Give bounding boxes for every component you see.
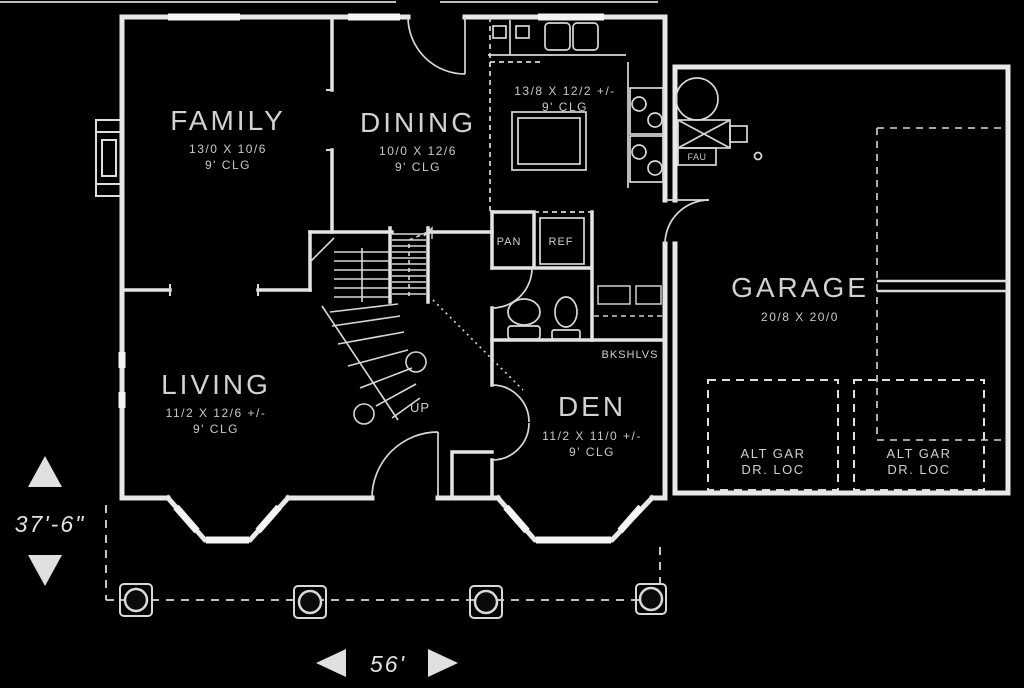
powder-room-door — [491, 267, 533, 309]
kitchen-clg: 9' CLG — [542, 100, 588, 114]
family-clg: 9' CLG — [205, 158, 251, 172]
rear-door — [407, 16, 466, 75]
toilet — [507, 298, 541, 340]
room-label-living: LIVING 11/2 X 12/6 +/- 9' CLG — [161, 369, 271, 436]
fau-label: FAU — [687, 152, 706, 162]
burner-icon — [647, 160, 663, 176]
burner-icon — [631, 144, 647, 160]
living-clg: 9' CLG — [193, 422, 239, 436]
garage-interior-lines — [876, 127, 1008, 441]
alt-garage-label-1b: DR. LOC — [741, 462, 804, 477]
refrigerator-box — [539, 217, 585, 265]
sink-bowl-right — [572, 22, 599, 51]
doors — [371, 16, 710, 499]
ceiling-break-dotted — [432, 299, 524, 391]
kitchen-dims: 13/8 X 12/2 +/- — [514, 84, 616, 98]
burner-icon — [631, 96, 647, 112]
bookshelves-label: BKSHLVS — [602, 349, 659, 361]
stair-winders — [321, 303, 427, 425]
den-french-doors — [491, 384, 530, 461]
cased-opening-jambs — [169, 89, 332, 296]
refrigerator-label: REF — [549, 236, 574, 248]
garage-dims: 20/8 X 20/0 — [761, 310, 839, 324]
interior-walls — [120, 15, 667, 500]
arrow-left-icon — [316, 649, 346, 677]
stairs — [309, 226, 524, 425]
dining-dims: 10/0 X 12/6 — [379, 144, 457, 158]
alt-garage-door-box-1: ALT GAR DR. LOC — [707, 379, 839, 491]
alt-garage-label-2a: ALT GAR — [887, 446, 952, 461]
room-label-family: FAMILY 13/0 X 10/6 9' CLG — [170, 105, 286, 172]
utility-equipment — [675, 77, 763, 166]
room-label-den: DEN 11/2 X 11/0 +/- 9' CLG — [542, 391, 642, 459]
width-value: 56' — [370, 651, 406, 677]
hall-chase — [594, 285, 663, 317]
powder-room-fixtures — [507, 296, 581, 340]
alt-garage-label-2b: DR. LOC — [887, 462, 950, 477]
den-dims: 11/2 X 11/0 +/- — [542, 429, 642, 443]
pantry-label: PAN — [497, 236, 522, 248]
arrow-right-icon — [428, 649, 458, 677]
fau-box — [677, 147, 717, 166]
stair-treads — [309, 237, 390, 302]
kitchen-island — [511, 111, 587, 171]
porch-columns — [119, 583, 667, 619]
water-heater-icon — [675, 77, 719, 121]
pedestal-sink — [551, 296, 581, 340]
windows — [118, 13, 644, 544]
window-den-bay-r — [617, 504, 644, 534]
window-living-bay-l — [173, 504, 200, 534]
sink-bowl-left — [544, 22, 571, 51]
arrow-up-icon — [28, 456, 62, 487]
dining-clg: 9' CLG — [395, 160, 441, 174]
garage-name: GARAGE — [731, 272, 869, 303]
pantry-refrigerator — [534, 211, 592, 265]
porch — [105, 505, 667, 619]
front-door — [371, 431, 439, 499]
room-label-garage: GARAGE 20/8 X 20/0 — [731, 272, 869, 324]
garage-walls — [672, 64, 1011, 496]
stairs-up-label: UP — [410, 400, 430, 415]
dimension-width: 56' — [316, 649, 458, 677]
alt-garage-label-1a: ALT GAR — [741, 446, 806, 461]
family-dims: 13/0 X 10/6 — [189, 142, 267, 156]
burner-icon — [647, 112, 663, 128]
room-label-dining: DINING 10/0 X 12/6 9' CLG — [360, 107, 476, 174]
room-label-kitchen: 13/8 X 12/2 +/- 9' CLG — [514, 84, 616, 114]
wall-oven-2 — [515, 25, 530, 39]
living-dims: 11/2 X 12/6 +/- — [166, 406, 267, 420]
dimension-depth: 37'-6" — [15, 456, 86, 586]
den-name: DEN — [558, 391, 626, 422]
depth-value: 37'-6" — [15, 511, 86, 537]
window-den-bay-l — [503, 504, 530, 534]
family-name: FAMILY — [170, 105, 286, 136]
newel-scroll — [405, 351, 427, 373]
dining-name: DINING — [360, 107, 476, 138]
stair-upper-run — [392, 226, 433, 296]
living-name: LIVING — [161, 369, 271, 400]
den-clg: 9' CLG — [569, 445, 615, 459]
alt-garage-door-box-2: ALT GAR DR. LOC — [853, 379, 985, 491]
fireplace — [95, 119, 122, 197]
wall-oven — [492, 25, 507, 39]
range — [627, 62, 664, 188]
kitchen-fixtures — [488, 17, 664, 265]
window-living-bay-r — [255, 504, 282, 534]
newel-scroll — [353, 403, 375, 425]
arrow-down-icon — [28, 555, 62, 586]
garage-service-door — [664, 199, 710, 245]
